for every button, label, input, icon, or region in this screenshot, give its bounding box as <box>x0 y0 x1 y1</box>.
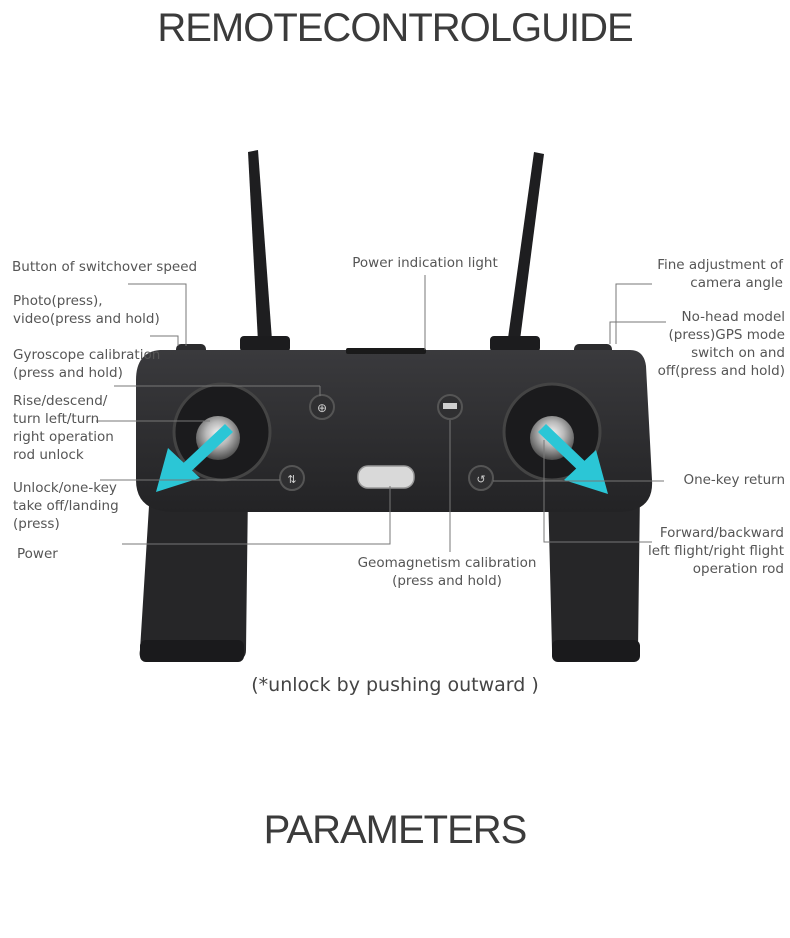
svg-text:↺: ↺ <box>476 473 485 486</box>
leader-lines <box>96 275 666 552</box>
right-stick-arrow <box>538 424 608 494</box>
left-stick-arrow <box>156 424 233 492</box>
page-title: REMOTECONTROLGUIDE <box>157 6 633 50</box>
right-antenna-base <box>490 336 540 352</box>
label-rise-descend: Rise/descend/ turn left/turn right opera… <box>13 393 114 463</box>
unlock-note: (*unlock by pushing outward ) <box>251 674 539 696</box>
svg-text:⊕: ⊕ <box>317 401 327 415</box>
right-antenna <box>508 152 544 340</box>
left-handle <box>139 490 248 660</box>
label-switch-speed: Button of switchover speed <box>12 259 198 275</box>
gyroscope-button <box>309 394 335 420</box>
power-indicator-bar <box>346 348 426 354</box>
label-power: Power <box>17 546 58 562</box>
takeoff-landing-button <box>279 465 305 491</box>
label-gyroscope: Gyroscope calibration (press and hold) <box>13 347 161 381</box>
section-title: PARAMETERS <box>263 808 528 852</box>
right-handle-cap <box>552 640 640 662</box>
return-button <box>468 465 494 491</box>
label-geomagnetism: Geomagnetism calibration (press and hold… <box>357 555 537 589</box>
label-forward-backward: Forward/backward left flight/right fligh… <box>647 525 784 577</box>
power-switch <box>357 465 415 489</box>
label-unlock-takeoff: Unlock/one-key take off/landing (press) <box>13 480 119 532</box>
label-photo-video: Photo(press), video(press and hold) <box>13 293 160 327</box>
label-one-key-return: One-key return <box>683 472 785 488</box>
svg-text:⇅: ⇅ <box>287 473 296 486</box>
left-antenna <box>248 150 272 342</box>
left-antenna-base <box>240 336 290 352</box>
label-power-light: Power indication light <box>352 255 498 271</box>
label-fine-adjust: Fine adjustment of camera angle <box>657 257 783 291</box>
right-handle <box>548 490 640 660</box>
left-handle-cap <box>140 640 244 662</box>
label-headless-gps: No-head model (press)GPS mode switch on … <box>657 309 785 379</box>
